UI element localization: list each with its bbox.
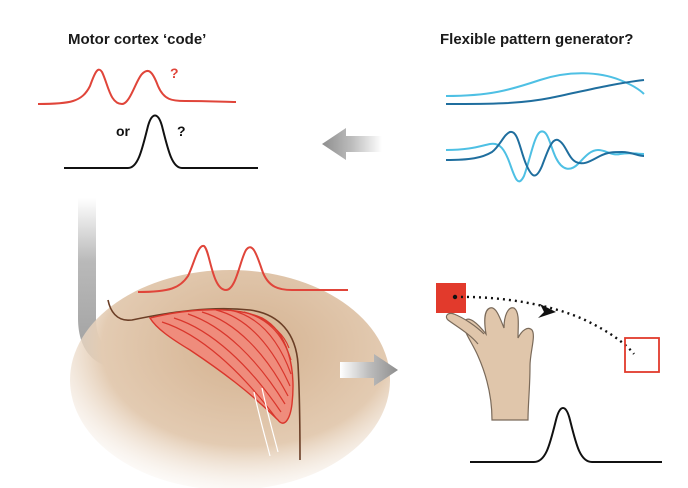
- cortex-black-trace: [64, 114, 258, 169]
- oscillation-dark: [445, 130, 645, 177]
- thumb: [445, 312, 485, 345]
- velocity-trace: [470, 407, 662, 463]
- or-label: or: [116, 123, 131, 139]
- left-arrow: [322, 128, 382, 160]
- slow-wave-dark: [445, 79, 645, 105]
- slow-wave-light: [445, 72, 645, 97]
- trajectory-start-dot: [452, 294, 458, 300]
- black-question-mark: ?: [177, 123, 186, 139]
- reach-trajectory: [454, 295, 635, 355]
- muscle-fibers: [161, 309, 292, 419]
- tendon-lines: [253, 387, 279, 457]
- motor-cortex-title: Motor cortex ‘code’: [68, 31, 206, 48]
- end-target: [624, 337, 660, 373]
- muscle-red-trace: [137, 244, 348, 293]
- hand: [463, 307, 534, 421]
- cortex-red-trace: [37, 68, 237, 106]
- right-arrow: [340, 354, 398, 386]
- trajectory-arrowhead: [538, 304, 556, 318]
- pattern-generator-title: Flexible pattern generator?: [440, 31, 633, 48]
- shoulder-outline: [107, 299, 301, 461]
- red-question-mark: ?: [170, 65, 179, 81]
